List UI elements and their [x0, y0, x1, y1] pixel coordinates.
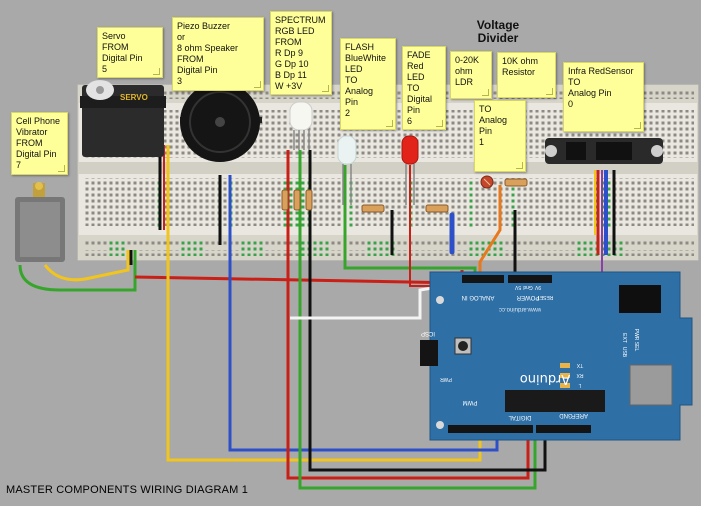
- usb-label: USB: [621, 347, 627, 358]
- wire-vibrator-yellow: [43, 250, 130, 282]
- breadboard-lower-terminals: [84, 178, 694, 226]
- wire-rgb-red: [286, 150, 530, 480]
- note-flash-bluewhite-led: FLASH BlueWhite LED TO Analog Pin 2: [340, 38, 396, 130]
- piezo-buzzer: [180, 82, 262, 162]
- atmega-chip: [505, 390, 605, 412]
- rgb-resistors: [281, 189, 313, 211]
- note-cell-phone-vibrator: Cell Phone Vibrator FROM Digital Pin 7: [11, 112, 68, 175]
- usb-port: [629, 364, 673, 406]
- pwr-sel-label: PWR SEL: [633, 329, 639, 352]
- note-infra-red-sensor: Infra RedSensor TO Analog Pin 0: [563, 62, 644, 132]
- dc-power-jack: [619, 285, 661, 313]
- pwr-label: PWR: [440, 376, 452, 382]
- note-piezo-buzzer: Piezo Buzzer or 8 ohm Speaker FROM Digit…: [172, 17, 264, 91]
- icsp-header: [420, 340, 438, 366]
- arduino-board: Arduino www.arduino.cc ANALOG IN POWER D…: [420, 271, 693, 441]
- note-spectrum-rgb-led: SPECTRUM RGB LED FROM R Dp 9 G Dp 10 B D…: [270, 11, 332, 95]
- wire-rgb-black: [308, 150, 547, 472]
- pwm-label: PWM: [463, 399, 478, 405]
- gnd2-label: Gnd: [523, 284, 533, 290]
- note-fade-red-led: FADE Red LED TO Digital Pin 6: [402, 46, 446, 130]
- analog-in-label: ANALOG IN: [462, 294, 495, 300]
- wire-servo-yellow: [166, 145, 482, 462]
- resistor-10k-component: [504, 178, 528, 187]
- bluewhite-led: [337, 135, 385, 213]
- reset-label: RESET: [537, 294, 554, 300]
- aref-label: AREF: [572, 412, 588, 418]
- rgb-led: [289, 101, 313, 150]
- servo-motor: SERVO: [80, 80, 166, 157]
- nine-v-label: 9V: [534, 284, 541, 290]
- cell-phone-vibrator: [15, 182, 65, 262]
- rx-label: RX: [576, 372, 584, 378]
- servo-label: SERVO: [120, 93, 148, 102]
- note-voltage-divider-analog: TO Analog Pin 1: [474, 100, 526, 172]
- wire-vibrator-green: [18, 250, 137, 292]
- arduino-site: www.arduino.cc: [499, 306, 542, 312]
- note-resistor-10k: 10K ohm Resistor: [497, 52, 556, 98]
- icsp-label: ICSP: [421, 330, 435, 336]
- digital-label: DIGITAL: [508, 414, 532, 420]
- ldr-component: [480, 175, 494, 189]
- voltage-divider-heading: Voltage Divider: [476, 18, 520, 45]
- arduino-brand: Arduino: [520, 371, 570, 386]
- infra-red-sensor: [545, 138, 663, 164]
- gnd-label: GND: [559, 412, 573, 418]
- diagram-caption: MASTER COMPONENTS WIRING DIAGRAM 1: [6, 484, 249, 496]
- power-label: POWER: [516, 294, 539, 300]
- tx-label: TX: [576, 362, 583, 368]
- five-v-label: 5V: [514, 284, 521, 290]
- ext-label: EXT: [621, 333, 627, 343]
- red-led: [401, 135, 449, 213]
- breadboard-center-channel: [78, 162, 698, 174]
- note-servo: Servo FROM Digital Pin 5: [97, 27, 163, 78]
- l-label: L: [578, 382, 581, 388]
- note-ldr: 0-20K ohm LDR: [450, 51, 492, 99]
